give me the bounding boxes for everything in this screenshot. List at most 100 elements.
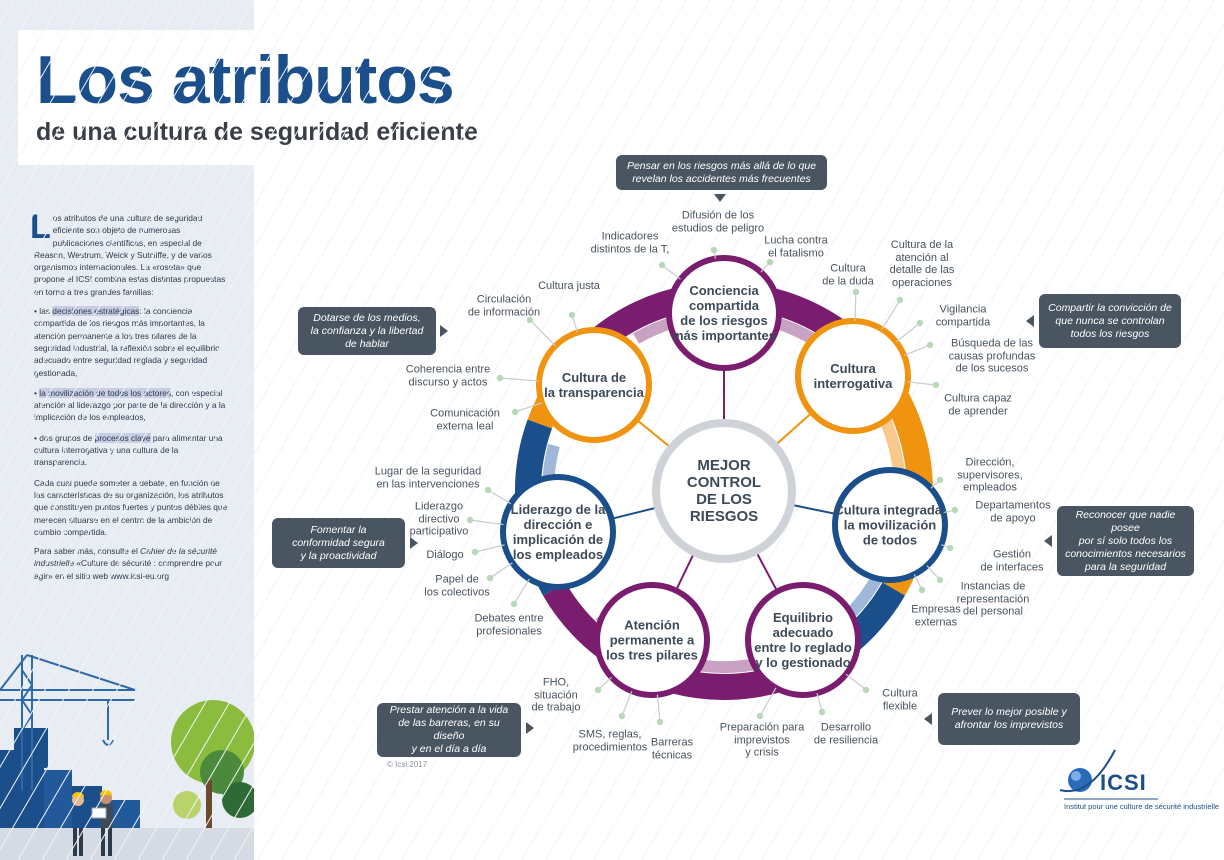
bg-hatch-line	[41, 0, 543, 860]
bg-hatch-line	[569, 0, 1071, 860]
callout-pointer-right-top	[1026, 315, 1034, 327]
bg-hatch-line	[0, 0, 399, 686]
connector-equilibrio	[759, 687, 777, 717]
attribute-circle-transparencia	[536, 327, 652, 443]
bg-hatch-line	[0, 0, 87, 149]
icsi-logo-text: ICSI	[1100, 770, 1147, 795]
bg-hatch-line	[233, 0, 735, 860]
connector-dot-equilibrio	[756, 712, 764, 720]
ground	[0, 828, 254, 860]
connector-dot-liderazgo	[466, 516, 474, 524]
tree-icon	[171, 700, 254, 830]
bg-hatch-line	[0, 0, 279, 480]
bg-hatch-line	[833, 188, 1224, 860]
center-circle	[652, 419, 796, 563]
bg-hatch-line	[1097, 642, 1224, 860]
connector-dot-equilibrio	[862, 686, 870, 694]
attribute-circle-interrogativa	[795, 318, 911, 434]
bg-hatch-line	[89, 0, 591, 860]
connector-interrogativa	[903, 344, 931, 357]
bg-hatch-line	[17, 0, 519, 860]
family-item-decisions: • las decisiones estratégicas: la concie…	[34, 305, 230, 379]
callout-top: Pensar en los riesgos más allá de lo que…	[616, 155, 827, 190]
bg-hatch-line	[0, 0, 207, 356]
connector-dot-conciencia	[658, 261, 666, 269]
bg-hatch-line	[185, 0, 687, 860]
bg-hatch-line	[65, 0, 567, 860]
connector-dot-integrada	[951, 506, 959, 514]
attribute-circle-equilibrio	[745, 582, 861, 698]
page-title: Los atributos	[36, 42, 455, 118]
callout-text: Pensar en los riesgos más allá de lo que…	[626, 159, 817, 185]
bg-hatch-line	[521, 0, 1023, 860]
connector-dot-transparencia	[496, 374, 504, 382]
connector-dot-atencion	[656, 718, 664, 726]
connector-equilibrio	[816, 693, 823, 713]
connector-dot-atencion	[594, 686, 602, 694]
bg-hatch-line	[0, 0, 39, 67]
family-item-actors: • la movilización de todos los actores, …	[34, 387, 230, 424]
bg-hatch-line	[0, 0, 447, 769]
bg-hatch-line	[0, 0, 111, 191]
bg-hatch-line	[0, 0, 303, 521]
connector-transparencia	[514, 402, 543, 413]
bg-hatch-line	[0, 0, 351, 603]
bg-hatch-line	[0, 0, 423, 727]
connector-dot-integrada	[918, 586, 926, 594]
callout-pointer-left-top	[440, 325, 448, 337]
bg-hatch-line	[1121, 683, 1224, 860]
copyright: © Icsi 2017	[387, 760, 428, 769]
icsi-logo-subtitle: Institut pour une culture de sécurité in…	[1064, 802, 1220, 811]
connector-atencion	[656, 694, 661, 723]
connector-dot-liderazgo	[486, 574, 494, 582]
connector-dot-transparencia	[568, 311, 576, 319]
callout-pointer-right-mid	[1044, 535, 1052, 547]
connector-transparencia	[529, 319, 556, 347]
title-box: Los atributos de una cultura de segurida…	[18, 30, 523, 165]
callout-pointer-top	[714, 194, 726, 202]
family-item-processes: • dos grupos de procesos clave para alim…	[34, 432, 230, 469]
bg-hatch-line	[0, 0, 255, 438]
bg-hatch-line	[785, 105, 1224, 860]
connector-dot-interrogativa	[932, 381, 940, 389]
bg-hatch-line	[1001, 477, 1224, 860]
intro-paragraph-3: Para saber más, consulte el Cahier de la…	[34, 545, 230, 582]
connector-integrada	[926, 565, 941, 581]
bg-hatch-line	[0, 0, 327, 562]
bg-hatch-line	[0, 0, 183, 315]
connector-interrogativa	[881, 299, 901, 330]
para3-italic: Cahier de la sécurité industrielle	[34, 546, 217, 569]
bullet-prefix: • dos grupos de	[34, 432, 95, 443]
bg-hatch-line	[1049, 559, 1224, 860]
connector-dot-transparencia	[511, 408, 519, 416]
bg-hatch-line	[1025, 518, 1224, 860]
bg-hatch-line	[737, 23, 1224, 860]
connector-dot-integrada	[946, 544, 954, 552]
